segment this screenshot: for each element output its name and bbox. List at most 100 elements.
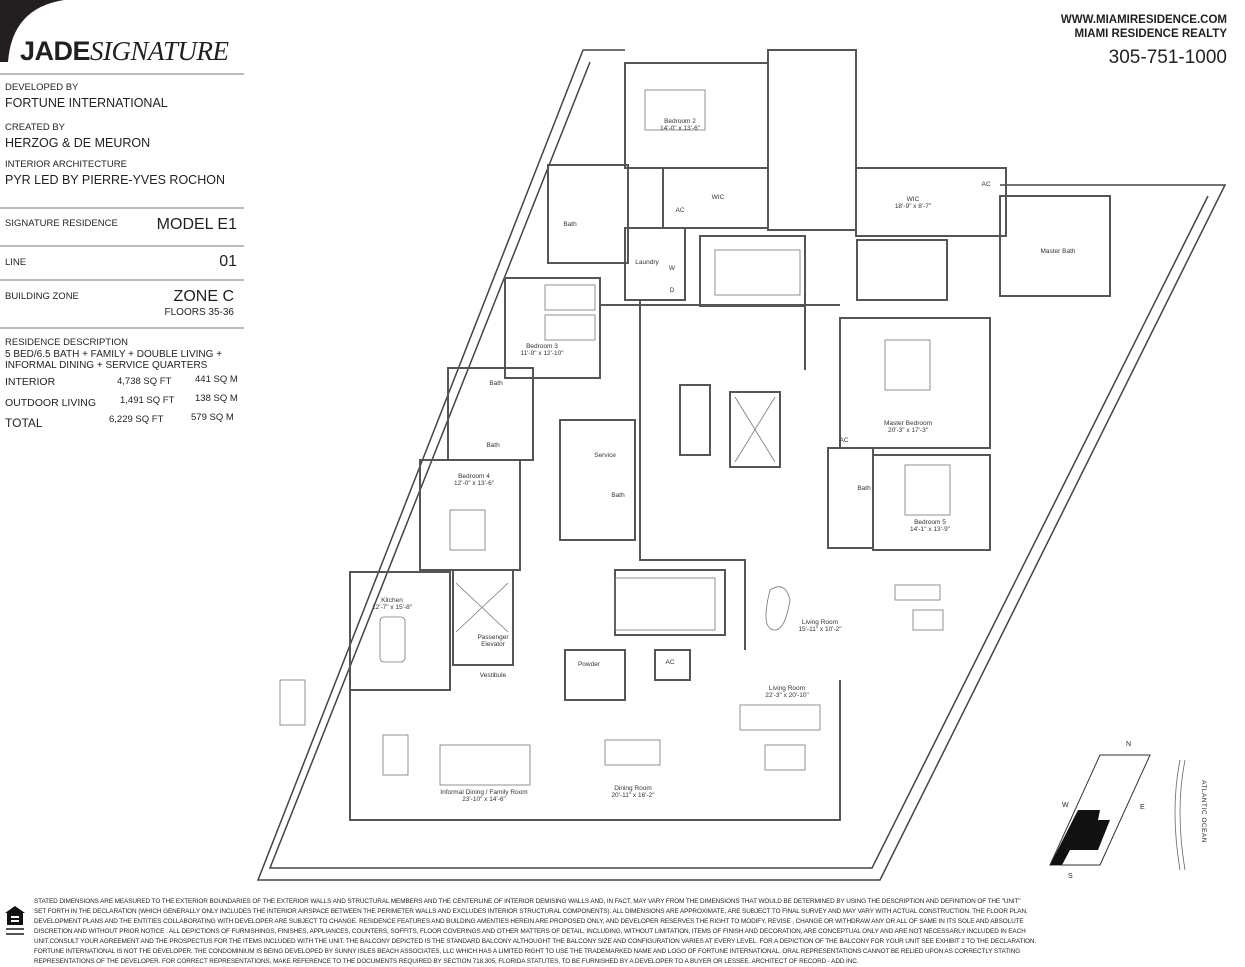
room-name: Living Room xyxy=(801,619,839,626)
room-dimensions: 14'-0" x 13'-6" xyxy=(660,125,700,133)
compass-east: E xyxy=(1140,804,1145,811)
website-link[interactable]: WWW.MIAMIRESIDENCE.COM xyxy=(1060,14,1227,26)
room-name: AC xyxy=(665,659,675,666)
room-name: Laundry xyxy=(635,259,659,266)
room-name: AC xyxy=(981,181,991,188)
appliance-label: D xyxy=(669,287,675,294)
interior-architecture-label: INTERIOR ARCHITECTURE xyxy=(5,159,127,170)
room-dimensions: 12'-0" x 13'-6" xyxy=(454,480,494,488)
room-dimensions: 11'-9" x 12'-10" xyxy=(520,350,564,358)
logo-arc-icon xyxy=(0,0,64,62)
phone-number[interactable]: 305-751-1000 xyxy=(1108,47,1227,68)
room-name: Powder xyxy=(577,661,601,668)
room-name: Bedroom 2 xyxy=(664,118,696,125)
site-key-map xyxy=(1049,754,1186,871)
line-value: 01 xyxy=(219,253,237,270)
room-name: Bedroom 4 xyxy=(458,473,490,480)
room-bath: Bath xyxy=(857,485,870,492)
disclaimer-line: DISCRETION AND WITHOUT PRIOR NOTICE . AL… xyxy=(34,928,1026,935)
room-dimensions: 20'-11" x 16'-2" xyxy=(611,792,655,800)
logo-bold-text: JADE xyxy=(20,36,91,66)
interior-architect-name: PYR LED BY PIERRE-YVES ROCHON xyxy=(5,173,225,187)
area-label: TOTAL xyxy=(5,416,43,430)
room-name: Bath xyxy=(563,221,577,228)
area-sqft: 1,491 SQ FT xyxy=(120,395,175,406)
room-bath: Bath xyxy=(563,221,576,228)
room-dimensions: 12'-7" x 15'-8" xyxy=(372,604,412,612)
room-name: Master Bath xyxy=(1040,248,1076,255)
disclaimer-line: SET FORTH IN THE DECLARATION (WHICH GENE… xyxy=(34,908,1028,915)
room-dimensions: 15'-11" x 10'-2" xyxy=(798,626,842,634)
room-name: Passenger xyxy=(477,634,509,641)
room-name: WIC xyxy=(711,194,725,201)
room-name: Bedroom 3 xyxy=(526,343,558,350)
signature-residence-label: SIGNATURE RESIDENCE xyxy=(5,218,118,229)
disclaimer-line: FORTUNE INTERNATIONAL IS NOT THE DEVELOP… xyxy=(34,948,1021,955)
room-dimensions: 14'-1" x 13'-9" xyxy=(910,526,950,534)
divider xyxy=(0,73,244,75)
disclaimer-line: STATED DIMENSIONS ARE MEASURED TO THE EX… xyxy=(34,898,1021,905)
room-dimensions: 20'-3" x 17'-3" xyxy=(888,427,928,435)
residence-description: 5 BED/6.5 BATH + FAMILY + DOUBLE LIVING … xyxy=(5,349,222,371)
room-ac: AC xyxy=(839,437,848,444)
description-line: 5 BED/6.5 BATH + FAMILY + DOUBLE LIVING … xyxy=(5,349,223,360)
divider xyxy=(0,207,244,209)
zone-value: ZONE C xyxy=(173,288,234,305)
room-name: Informal Dining / Family Room xyxy=(440,789,528,796)
disclaimer-line: DEVELOPMENT PLANS AND THE ENTITIES COLLA… xyxy=(34,918,1024,925)
room-name: AC xyxy=(839,437,849,444)
developed-by-label: DEVELOPED BY xyxy=(5,82,79,93)
room-ac: AC xyxy=(981,181,990,188)
room-name: Kitchen xyxy=(381,597,403,604)
area-sqm: 579 SQ M xyxy=(191,412,234,423)
area-label: OUTDOOR LIVING xyxy=(5,397,97,409)
room-master-bath: Master Bath xyxy=(1040,248,1075,255)
room-name: Vestibule xyxy=(479,672,507,679)
realty-name: MIAMI RESIDENCE REALTY xyxy=(1074,28,1228,40)
room-name: Dining Room xyxy=(614,785,652,792)
divider xyxy=(0,245,244,247)
room-ac: AC xyxy=(665,659,674,666)
room-name: WIC xyxy=(906,196,920,203)
appliance-label: W xyxy=(668,265,676,272)
area-row: OUTDOOR LIVING 1,491 SQ FT 138 SQ M xyxy=(5,393,245,414)
divider xyxy=(0,327,244,329)
room-dimensions: 23'-10" x 14'-6" xyxy=(462,796,506,804)
room-name: Bath xyxy=(489,380,503,387)
walls xyxy=(349,49,1111,821)
room-service: Service xyxy=(594,452,616,459)
created-by-label: CREATED BY xyxy=(5,122,66,133)
room-laundry: Laundry xyxy=(635,259,659,266)
line-label: LINE xyxy=(5,257,27,268)
room-dimensions: 22'-3" x 20'-10" xyxy=(765,692,809,700)
room-name: Bath xyxy=(486,442,500,449)
room-bath: Bath xyxy=(611,492,624,499)
room-name-line-2: Elevator xyxy=(481,641,505,649)
room-name: AC xyxy=(675,207,685,214)
area-label: INTERIOR xyxy=(5,376,56,388)
description-line: INFORMAL DINING + SERVICE QUARTERS xyxy=(5,360,208,371)
compass-north: N xyxy=(1126,741,1132,748)
divider xyxy=(0,279,244,281)
area-sqm: 138 SQ M xyxy=(195,393,238,404)
room-bath: Bath xyxy=(489,380,502,387)
furniture xyxy=(279,89,951,786)
residence-description-label: RESIDENCE DESCRIPTION xyxy=(5,337,128,348)
disclaimer-line: UNIT.CONSULT YOUR AGREEMENT AND THE PROS… xyxy=(34,938,1037,945)
compass-south: S xyxy=(1068,873,1073,880)
balcony-outline xyxy=(256,49,1227,881)
building-zone-label: BUILDING ZONE xyxy=(5,291,79,302)
washer: W xyxy=(669,265,675,272)
